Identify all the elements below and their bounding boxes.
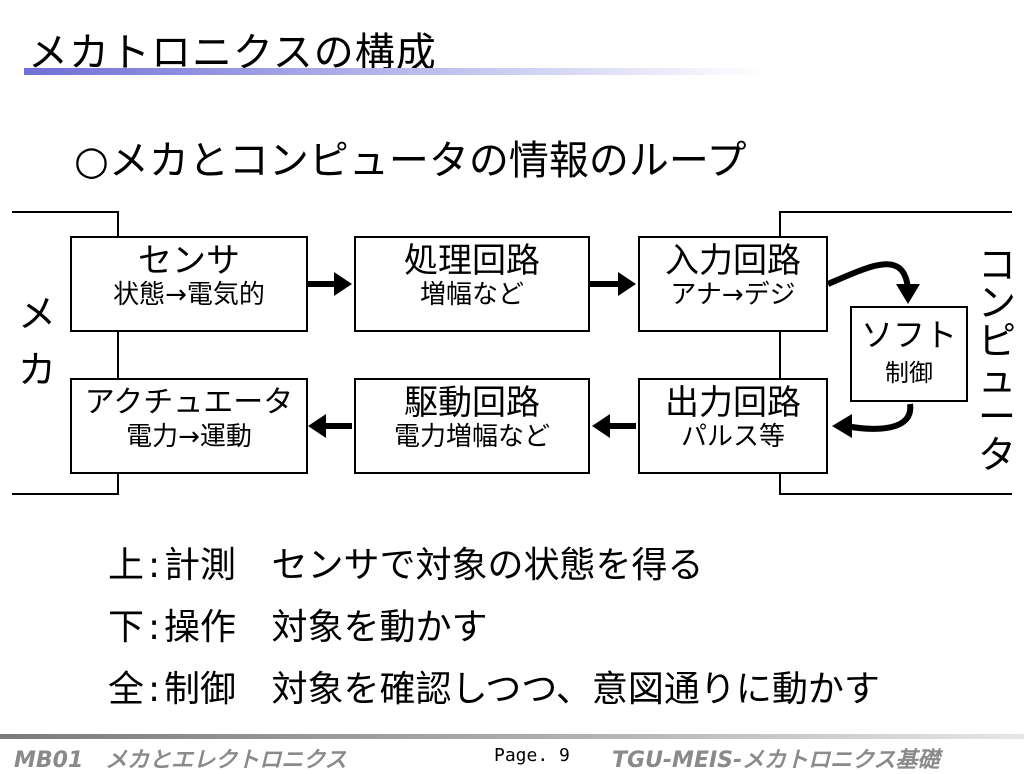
input-desc: アナ→デジ xyxy=(670,280,796,310)
footer-course: MB01 メカとエレクトロニクス xyxy=(14,748,347,773)
computer-char: ピ xyxy=(977,319,1016,363)
legend-key: 下 xyxy=(108,607,145,648)
sensor-desc: 状態→電気的 xyxy=(113,280,265,310)
legend-row: 全:制御 対象を確認しつつ、意図通りに動かす xyxy=(108,660,880,712)
arrow-processing-to-input xyxy=(590,272,636,296)
arrow-drive-to-actuator xyxy=(308,414,352,438)
legend-desc: センサで対象の状態を得る xyxy=(271,545,704,586)
drive-label: 駆動回路 xyxy=(404,383,540,423)
computer-char: ー xyxy=(977,395,1016,439)
sensor-box: センサ 状態→電気的 xyxy=(70,236,308,332)
footer-page-number: Page. 9 xyxy=(494,745,570,766)
processing-desc: 増幅など xyxy=(419,280,524,310)
title-underline xyxy=(24,68,764,75)
computer-char: コ xyxy=(977,243,1016,287)
legend-desc: 対象を確認しつつ、意図通りに動かす xyxy=(271,669,880,710)
input-label: 入力回路 xyxy=(665,241,801,281)
actuator-box: アクチュエータ 電力→運動 xyxy=(70,378,308,474)
processing-box: 処理回路 増幅など xyxy=(354,236,590,332)
software-box: ソフト 制御 xyxy=(850,306,968,402)
footer-bar xyxy=(0,734,1024,739)
actuator-label: アクチュエータ xyxy=(84,385,294,420)
legend-colon: : xyxy=(147,545,161,586)
mech-side-label: メ カ xyxy=(14,286,60,398)
software-label: ソフト xyxy=(860,316,957,354)
legend-name: 操作 xyxy=(164,607,237,648)
computer-char: ュ xyxy=(977,357,1016,401)
computer-char: タ xyxy=(977,433,1016,477)
sensor-label: センサ xyxy=(138,241,240,281)
legend-row: 下:操作 対象を動かす xyxy=(108,598,487,650)
software-desc: 制御 xyxy=(885,359,933,387)
footer-series: TGU-MEIS-メカトロニクス基礎 xyxy=(612,748,940,773)
arrow-software-to-output xyxy=(832,403,914,438)
mech-char: カ xyxy=(17,348,56,392)
drive-desc: 電力増幅など xyxy=(393,422,550,452)
legend-key: 全 xyxy=(108,669,145,710)
slide-subtitle: ○メカとコンピュータの情報のループ xyxy=(74,138,747,184)
input-box: 入力回路 アナ→デジ xyxy=(638,236,828,332)
drive-box: 駆動回路 電力増幅など xyxy=(354,378,590,474)
output-desc: パルス等 xyxy=(680,422,785,452)
output-label: 出力回路 xyxy=(665,383,801,423)
computer-side-label: コ ン ピ ュ ー タ xyxy=(974,246,1020,474)
mech-bracket xyxy=(12,211,119,495)
actuator-desc: 電力→運動 xyxy=(126,422,252,452)
legend-name: 計測 xyxy=(164,545,237,586)
computer-bracket xyxy=(779,211,1012,495)
mech-char: メ xyxy=(17,292,56,336)
legend-row: 上:計測 センサで対象の状態を得る xyxy=(108,536,703,588)
legend-name: 制御 xyxy=(164,669,237,710)
arrow-input-to-software xyxy=(826,261,920,304)
output-box: 出力回路 パルス等 xyxy=(638,378,828,474)
computer-char: ン xyxy=(977,281,1016,325)
legend-desc: 対象を動かす xyxy=(271,607,488,648)
arrow-sensor-to-processing xyxy=(308,272,352,296)
processing-label: 処理回路 xyxy=(404,241,540,281)
legend-key: 上 xyxy=(108,545,145,586)
legend-colon: : xyxy=(147,669,161,710)
legend-colon: : xyxy=(147,607,161,648)
arrow-output-to-drive xyxy=(592,414,636,438)
